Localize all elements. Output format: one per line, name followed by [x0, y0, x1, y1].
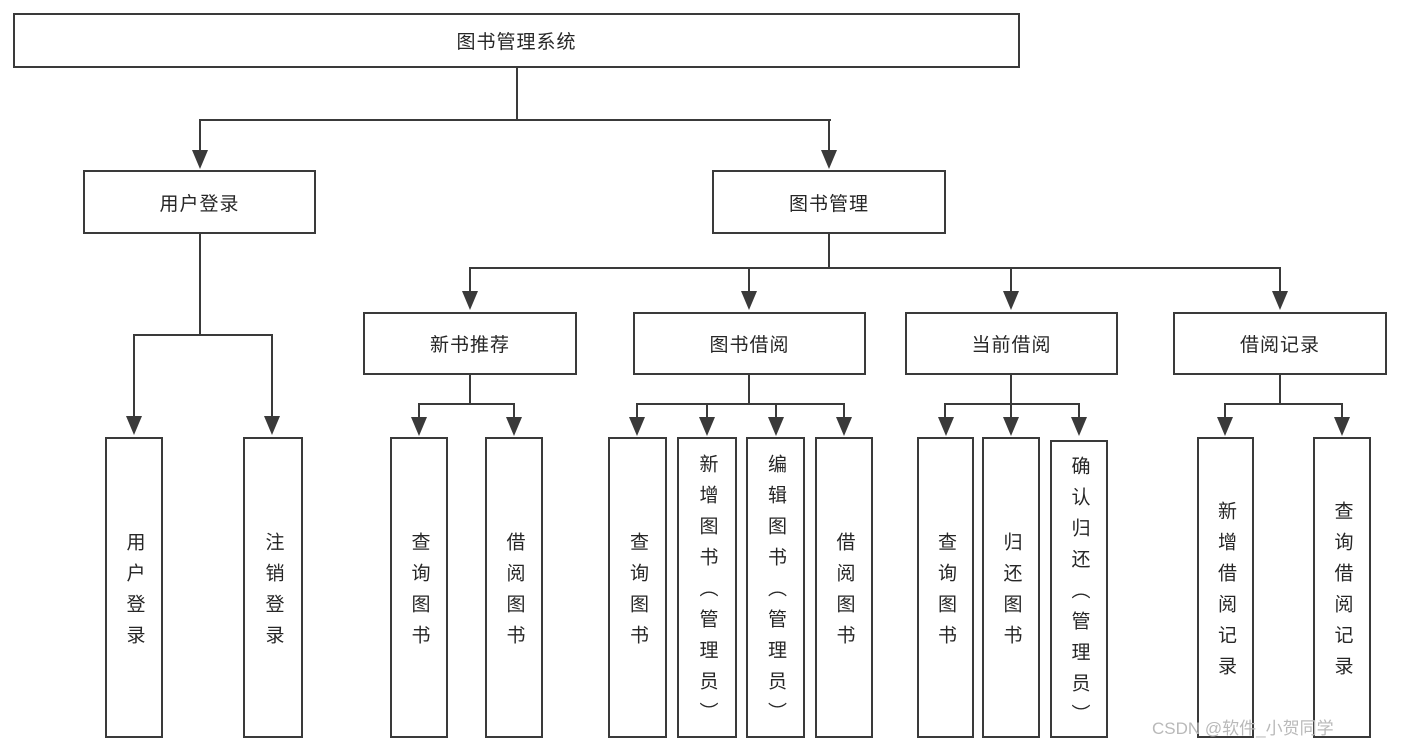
connector-g2-drop4	[843, 405, 845, 417]
leaf-query-books-2: 查询图书	[608, 437, 667, 738]
node-label: 新书推荐	[429, 335, 510, 356]
connector-g3-drop3	[1078, 405, 1080, 417]
leaf-label: 新增借阅记录	[1215, 500, 1236, 687]
connector-g3-drop2	[1010, 405, 1012, 417]
node-new-book-recommend: 新书推荐	[363, 312, 577, 375]
connector-drop-user-login	[199, 120, 201, 151]
arrow-down-icon	[1217, 417, 1233, 436]
connector-user-login-hline	[133, 334, 273, 336]
leaf-return-books: 归还图书	[982, 437, 1040, 738]
arrow-down-icon	[264, 416, 280, 435]
leaf-label: 借阅图书	[833, 531, 855, 656]
leaf-label: 用户登录	[123, 531, 145, 656]
connector-drop-new-book	[469, 269, 471, 292]
arrow-down-icon	[821, 150, 837, 169]
leaf-label: 查询借阅记录	[1331, 500, 1353, 687]
leaf-label: 新增图书（管理员）	[696, 454, 718, 733]
csdn-watermark: CSDN @软件_小贺同学	[1152, 719, 1334, 738]
connector-g4-drop1	[1224, 405, 1226, 417]
connector-drop-borrow-records	[1279, 269, 1281, 292]
leaf-query-books-3: 查询图书	[917, 437, 974, 738]
node-label: 借阅记录	[1239, 335, 1320, 356]
leaf-add-books-admin: 新增图书（管理员）	[677, 437, 737, 738]
connector-g4-stem	[1279, 375, 1281, 404]
arrow-down-icon	[126, 416, 142, 435]
leaf-label: 归还图书	[1000, 531, 1022, 656]
connector-root-hline	[199, 119, 831, 121]
node-borrow-records: 借阅记录	[1173, 312, 1387, 375]
node-label: 图书管理	[788, 193, 869, 215]
connector-book-mgmt-hline	[469, 267, 1281, 269]
leaf-add-borrow-record: 新增借阅记录	[1197, 437, 1254, 738]
leaf-borrow-books-1: 借阅图书	[485, 437, 543, 738]
arrow-down-icon	[506, 417, 522, 436]
leaf-user-login: 用户登录	[105, 437, 163, 738]
leaf-label: 编辑图书（管理员）	[765, 454, 786, 733]
leaf-edit-books-admin: 编辑图书（管理员）	[746, 437, 805, 738]
connector-g1-hline	[418, 403, 515, 405]
connector-g3-hline	[944, 403, 1080, 405]
node-book-borrow: 图书借阅	[633, 312, 866, 375]
connector-g1-drop1	[418, 405, 420, 417]
connector-root-stem	[516, 68, 518, 120]
arrow-down-icon	[836, 417, 852, 436]
connector-user-login-stem	[199, 234, 201, 335]
connector-g4-drop2	[1341, 405, 1343, 417]
leaf-query-borrow-record: 查询借阅记录	[1313, 437, 1371, 738]
leaf-confirm-return-admin: 确认归还（管理员）	[1050, 440, 1108, 738]
leaf-borrow-books-2: 借阅图书	[815, 437, 873, 738]
connector-g3-stem	[1010, 375, 1012, 404]
connector-g2-hline	[636, 403, 845, 405]
connector-g2-drop1	[636, 405, 638, 417]
node-label: 图书借阅	[709, 335, 790, 356]
arrow-down-icon	[741, 291, 757, 310]
arrow-down-icon	[1071, 417, 1087, 436]
connector-drop-current-borrow	[1010, 269, 1012, 292]
node-label: 当前借阅	[971, 335, 1052, 356]
connector-drop-book-borrow	[748, 269, 750, 292]
connector-book-mgmt-stem	[828, 234, 830, 268]
arrow-down-icon	[629, 417, 645, 436]
node-user-login: 用户登录	[83, 170, 316, 234]
arrow-down-icon	[699, 417, 715, 436]
node-label: 图书管理系统	[456, 32, 577, 53]
arrow-down-icon	[768, 417, 784, 436]
arrow-down-icon	[1334, 417, 1350, 436]
node-label: 用户登录	[159, 193, 240, 215]
connector-g4-hline	[1224, 403, 1343, 405]
leaf-label: 借阅图书	[503, 531, 525, 656]
connector-drop-book-management	[828, 120, 830, 151]
node-library-management-system: 图书管理系统	[13, 13, 1020, 68]
connector-drop-leaf-user-login	[133, 336, 135, 416]
arrow-down-icon	[411, 417, 427, 436]
node-current-borrow: 当前借阅	[905, 312, 1118, 375]
connector-g1-drop2	[513, 405, 515, 417]
leaf-label: 查询图书	[935, 531, 956, 656]
connector-g2-drop2	[706, 405, 708, 417]
connector-drop-leaf-logout	[271, 336, 273, 416]
arrow-down-icon	[938, 417, 954, 436]
leaf-label: 注销登录	[262, 531, 284, 656]
leaf-logout: 注销登录	[243, 437, 303, 738]
arrow-down-icon	[192, 150, 208, 169]
connector-g1-stem	[469, 375, 471, 404]
node-book-management: 图书管理	[712, 170, 946, 234]
leaf-label: 查询图书	[627, 531, 648, 656]
leaf-label: 确认归还（管理员）	[1068, 455, 1090, 735]
leaf-label: 查询图书	[408, 531, 430, 656]
arrow-down-icon	[1003, 291, 1019, 310]
connector-g2-stem	[748, 375, 750, 404]
arrow-down-icon	[1272, 291, 1288, 310]
leaf-query-books-1: 查询图书	[390, 437, 448, 738]
arrow-down-icon	[1003, 417, 1019, 436]
connector-g2-drop3	[775, 405, 777, 417]
connector-g3-drop1	[944, 405, 946, 417]
arrow-down-icon	[462, 291, 478, 310]
